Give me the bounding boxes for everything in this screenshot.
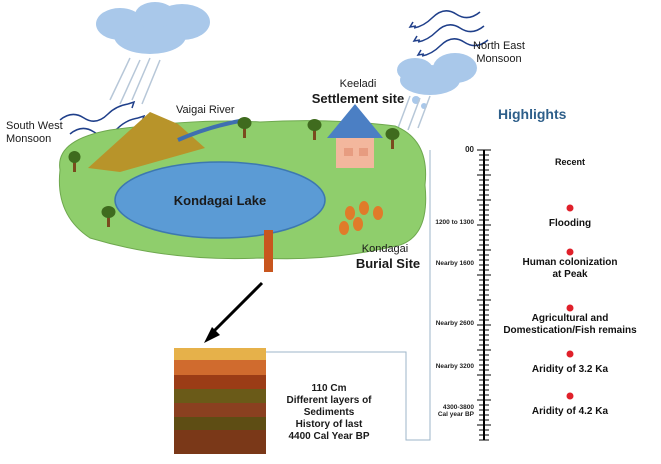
timeline-tick-label: Nearby 3200 bbox=[414, 363, 474, 370]
vaigai-river-label: Vaigai River bbox=[176, 104, 235, 116]
rain-left bbox=[109, 57, 161, 105]
timeline-tick-label: 00 bbox=[414, 145, 474, 154]
timeline-event: Recent bbox=[500, 156, 640, 168]
burial-site-label: Burial Site bbox=[355, 256, 421, 271]
timeline-event: Flooding bbox=[500, 218, 640, 230]
timeline-event-text: at Peak bbox=[552, 269, 588, 280]
arrow-head-icon bbox=[204, 327, 220, 343]
wind-arrows-ne-icon bbox=[408, 10, 489, 57]
timeline-tick-text: 00 bbox=[465, 145, 474, 154]
lake bbox=[114, 161, 326, 239]
tree-icon bbox=[68, 117, 400, 227]
timeline-event-text: Aridity of 3.2 Ka bbox=[531, 364, 609, 375]
timeline-axis bbox=[477, 149, 574, 441]
event-dot bbox=[566, 204, 574, 212]
timeline-event: Aridity of 3.2 Ka bbox=[500, 364, 640, 376]
event-dot bbox=[566, 350, 574, 358]
settlement-site-label: Settlement site bbox=[311, 91, 405, 106]
timeline-event-text: Aridity of 4.2 Ka bbox=[531, 406, 609, 417]
cloud-left-icon bbox=[96, 2, 210, 54]
kondagai-label: Kondagai bbox=[361, 243, 409, 255]
timeline-event: Aridity of 4.2 Ka bbox=[500, 406, 640, 418]
event-dot bbox=[566, 248, 574, 256]
sediment-note: 110 Cm Different layers of Sediments His… bbox=[286, 383, 372, 442]
cloud-right-icon bbox=[397, 53, 477, 109]
event-dot bbox=[566, 304, 574, 312]
timeline-event-text: Recent bbox=[554, 157, 585, 167]
timeline-tick-label: Nearby 2600 bbox=[414, 320, 474, 327]
sediment-core-marker bbox=[264, 230, 273, 272]
timeline-event-text: Agricultural and bbox=[531, 313, 609, 324]
timeline-tick-label: Nearby 1600 bbox=[414, 260, 474, 267]
timeline-tick-subtext: Cal year BP bbox=[437, 411, 474, 418]
sediment-block bbox=[174, 348, 266, 454]
timeline-event-text: Human colonization bbox=[522, 257, 618, 268]
arrow-line bbox=[210, 281, 264, 335]
event-dot bbox=[566, 392, 574, 400]
kondagai-lake-label: Kondagai Lake bbox=[173, 193, 267, 208]
timeline-tick-text: Nearby 1600 bbox=[435, 260, 474, 267]
timeline-tick-text: 4300-3800 bbox=[442, 404, 474, 411]
timeline-event-text: Domestication/Fish remains bbox=[503, 325, 637, 336]
timeline-tick-text: Nearby 2600 bbox=[435, 320, 474, 327]
mountain bbox=[88, 112, 205, 172]
connector-line bbox=[266, 150, 431, 441]
timeline-tick-text: Nearby 3200 bbox=[435, 363, 474, 370]
timeline-tick-text: 1200 to 1300 bbox=[435, 219, 474, 226]
highlights-title: Highlights bbox=[498, 106, 567, 122]
rain-right bbox=[397, 95, 431, 131]
house-icon bbox=[327, 104, 383, 168]
keeladi-label: Keeladi bbox=[339, 78, 377, 90]
timeline-tick-label: 1200 to 1300 bbox=[414, 219, 474, 226]
burial-urns-icon bbox=[339, 201, 383, 235]
timeline-event-text: Flooding bbox=[548, 218, 592, 229]
